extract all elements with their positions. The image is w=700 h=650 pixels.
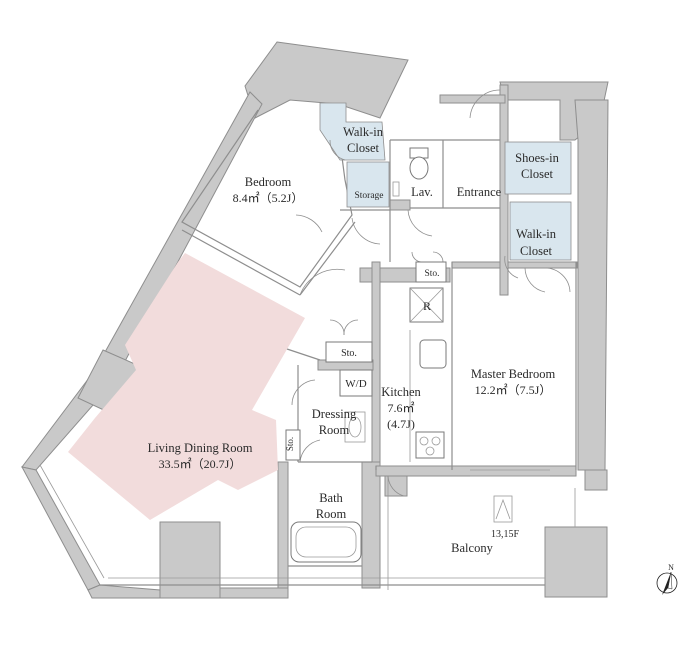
washer-dryer (339, 369, 373, 397)
walkin-closet-2-line1: Walk-in (516, 227, 557, 241)
closets (319, 102, 572, 261)
floors-label: 13,15F (491, 529, 520, 540)
walkin-closet-1-line2: Closet (347, 141, 379, 155)
balcony-label: Balcony (451, 541, 493, 555)
bath-room-line2: Room (316, 507, 347, 521)
doors (291, 89, 571, 497)
stove (415, 431, 445, 459)
kitchen-sink (419, 339, 447, 369)
refrigerator-label: R (423, 299, 431, 313)
washer-dryer-label: W/D (345, 378, 366, 390)
bedroom-size: 8.4㎡（5.2J） (233, 191, 304, 205)
fixtures (285, 147, 513, 563)
master-bedroom-size: 12.2㎡（7.5J） (475, 383, 552, 397)
master-bedroom-label: Master Bedroom (471, 367, 556, 381)
shoes-closet-line1: Shoes-in (515, 151, 560, 165)
exterior-walls (21, 41, 609, 599)
living-dining-size: 33.5㎡（20.7J） (159, 457, 242, 471)
kitchen-size-j: (4.7J) (387, 417, 415, 431)
storage-label: Storage (354, 191, 383, 201)
bedroom-label: Bedroom (245, 175, 292, 189)
sto-kitchen-label: Sto. (341, 348, 357, 359)
kitchen-label: Kitchen (381, 385, 421, 399)
compass-north-letter: N (668, 563, 674, 572)
room-labels: Bedroom 8.4㎡（5.2J） Walk-in Closet Storag… (148, 125, 560, 555)
walkin-closet-2-line2: Closet (520, 244, 552, 258)
toilet-bowl (409, 156, 429, 180)
sto-upper-label: Sto. (424, 269, 439, 279)
north-compass-icon: N (656, 563, 678, 595)
bath-room-line1: Bath (319, 491, 343, 505)
dressing-room-line2: Room (319, 423, 350, 437)
walkin-closet-1-line1: Walk-in (343, 125, 384, 139)
sto-dressing-label: Sto. (285, 437, 295, 451)
bathtub (290, 521, 362, 563)
kitchen-size: 7.6㎡ (387, 401, 414, 415)
lav-label: Lav. (411, 185, 433, 199)
living-area-highlight (68, 253, 305, 520)
living-dining-label: Living Dining Room (148, 441, 253, 455)
dressing-room-line1: Dressing (312, 407, 357, 421)
shoes-closet-line2: Closet (521, 167, 553, 181)
interior-walls (39, 109, 577, 590)
entrance-label: Entrance (457, 185, 502, 199)
